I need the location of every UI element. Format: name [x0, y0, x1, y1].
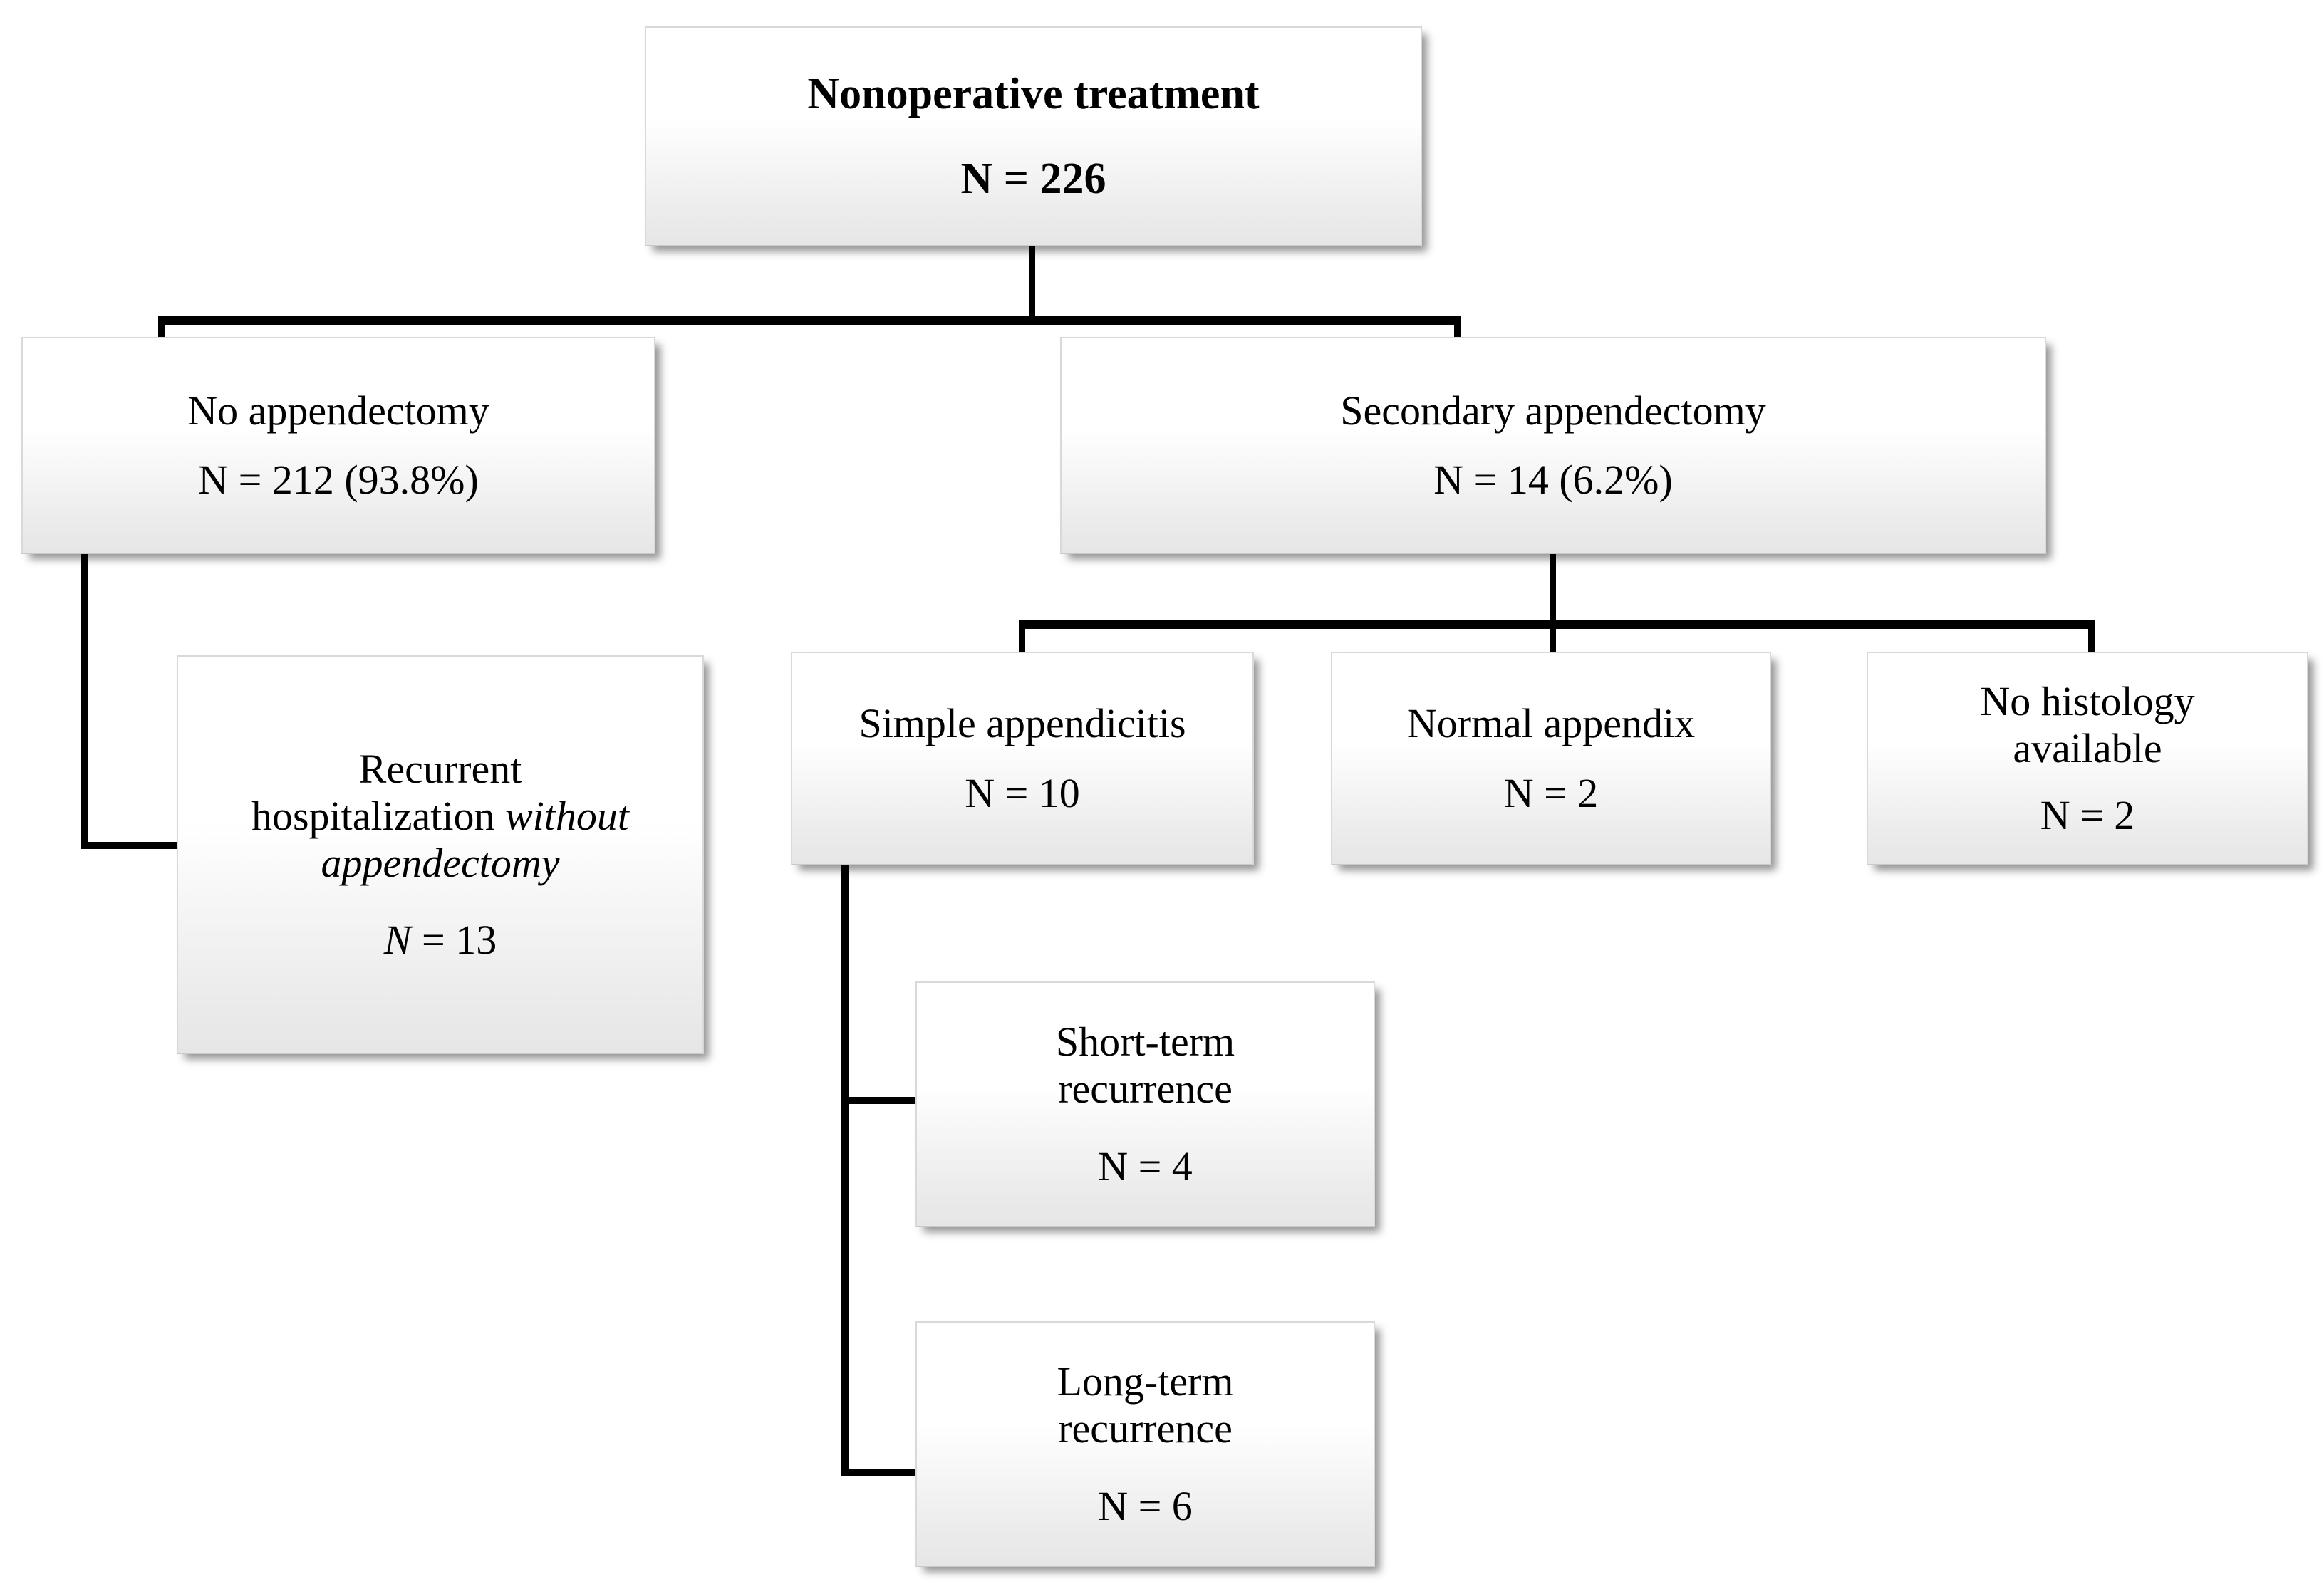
- connector-no-appendectomy-vertical: [81, 554, 88, 848]
- node-normal-appendix[interactable]: Normal appendix N = 2: [1331, 652, 1771, 865]
- node-label-line-1: Short-term: [1055, 1019, 1235, 1066]
- connector-simple-to-long-term: [841, 1469, 921, 1476]
- node-label-line-3: appendectomy: [321, 840, 560, 886]
- connector-secondary-to-simple: [1019, 620, 1025, 652]
- connector-secondary-to-histology: [2088, 620, 2095, 652]
- connector-secondary-bar: [1019, 620, 2095, 629]
- node-label: Nonoperative treatment: [807, 69, 1260, 118]
- node-label-line-2: available: [2013, 724, 2162, 771]
- node-label-line-1: No histology: [1980, 677, 2195, 724]
- node-label: No appendectomy: [187, 387, 489, 434]
- node-label-line-2: recurrence: [1058, 1405, 1233, 1452]
- node-short-term-recurrence[interactable]: Short-term recurrence N = 4: [915, 981, 1375, 1227]
- node-long-term-recurrence[interactable]: Long-term recurrence N = 6: [915, 1321, 1375, 1567]
- node-count: N = 212 (93.8%): [198, 456, 479, 503]
- node-label-line-1: Long-term: [1057, 1358, 1234, 1405]
- node-nonoperative-treatment[interactable]: Nonoperative treatment N = 226: [645, 26, 1422, 246]
- node-count-value: = 13: [411, 917, 497, 964]
- node-count: N = 13: [178, 917, 702, 964]
- node-label-plain: hospitalization: [251, 792, 505, 839]
- node-count: N = 10: [965, 770, 1080, 816]
- node-label-line-2: hospitalization without: [178, 793, 702, 840]
- connector-secondary-to-normal: [1550, 620, 1556, 652]
- node-label-line-2: recurrence: [1058, 1066, 1233, 1113]
- node-count: N = 14 (6.2%): [1433, 456, 1673, 503]
- connector-secondary-stem: [1550, 554, 1556, 624]
- node-label: Normal appendix: [1406, 699, 1696, 746]
- node-no-histology-available[interactable]: No histology available N = 2: [1867, 652, 2308, 865]
- connector-simple-vertical: [841, 864, 849, 1476]
- node-secondary-appendectomy[interactable]: Secondary appendectomy N = 14 (6.2%): [1060, 337, 2046, 554]
- node-label-line-1: Recurrent: [358, 745, 522, 792]
- connector-simple-to-short-term: [841, 1097, 921, 1104]
- node-no-appendectomy[interactable]: No appendectomy N = 212 (93.8%): [21, 337, 655, 554]
- node-count: N = 2: [1503, 770, 1599, 816]
- connector-root-stem: [1029, 246, 1035, 321]
- node-label-italic: without: [504, 792, 630, 839]
- connector-root-bar-right: [879, 316, 1461, 325]
- connector-root-to-secondary: [1454, 316, 1461, 345]
- node-count: N = 6: [1098, 1482, 1193, 1529]
- node-count: N = 2: [2040, 792, 2135, 839]
- node-label: Secondary appendectomy: [1340, 387, 1766, 434]
- connector-no-appendectomy-horizontal: [81, 842, 187, 849]
- connector-root-to-no-appendectomy: [158, 316, 165, 345]
- node-count: N = 4: [1098, 1142, 1193, 1189]
- node-simple-appendicitis[interactable]: Simple appendicitis N = 10: [791, 652, 1254, 865]
- node-count: N = 226: [960, 154, 1106, 203]
- node-label: Simple appendicitis: [858, 699, 1186, 746]
- connector-root-bar: [158, 316, 879, 325]
- node-recurrent-hospitalization[interactable]: Recurrent hospitalization without append…: [177, 655, 704, 1054]
- node-count-symbol: N: [383, 917, 412, 964]
